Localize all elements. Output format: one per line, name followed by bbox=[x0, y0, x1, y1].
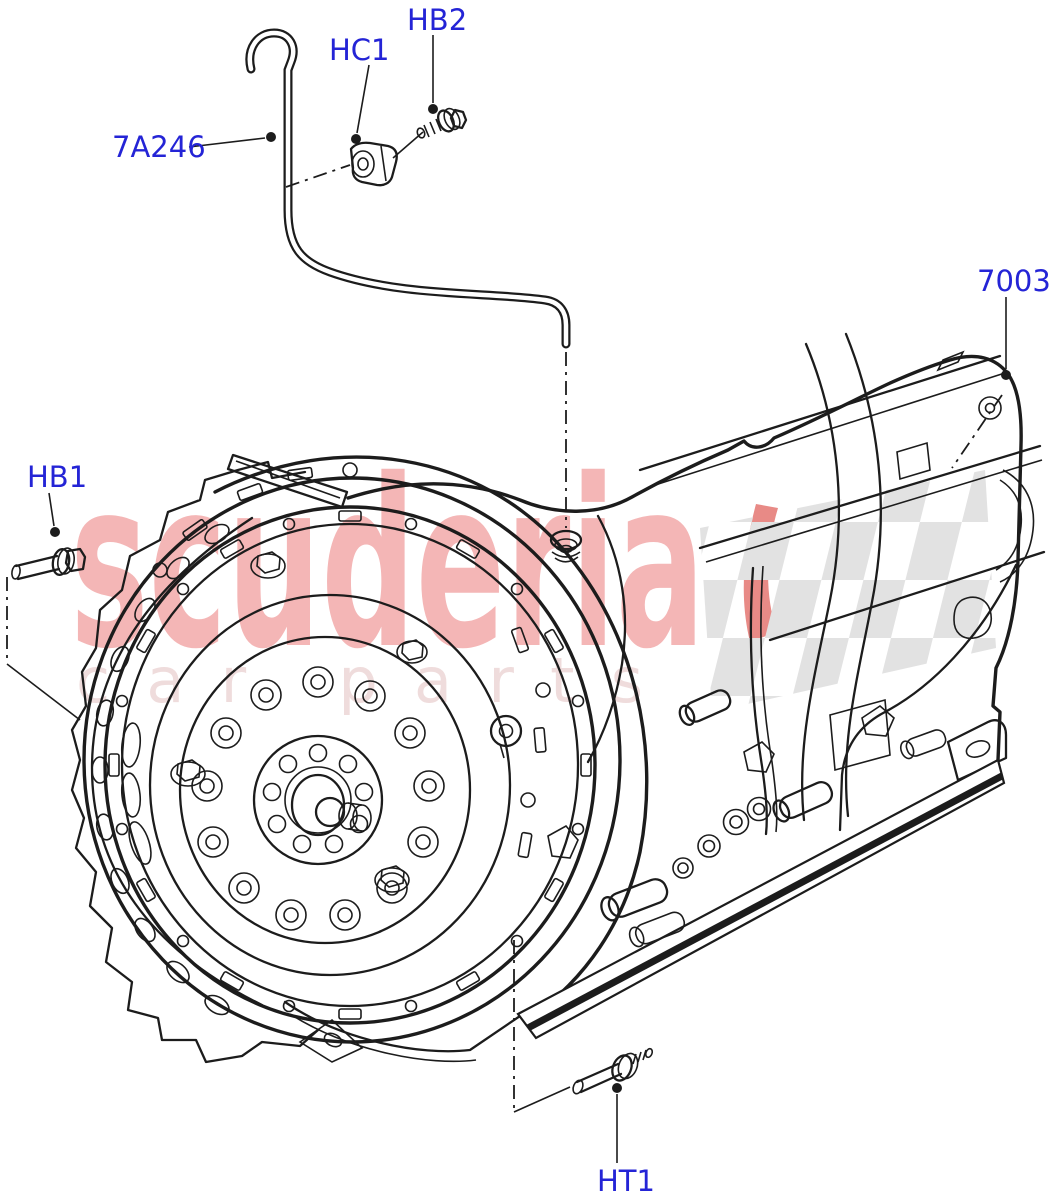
part-label-7003: 7003 bbox=[977, 264, 1051, 298]
ring-bolt bbox=[170, 759, 206, 787]
clip-bolt-part bbox=[416, 107, 468, 139]
filler-tube-part bbox=[245, 28, 571, 528]
pan-rail-hatch bbox=[516, 758, 1006, 1040]
ring-bolt bbox=[250, 551, 286, 579]
transmission-case-art bbox=[346, 332, 1046, 1040]
watermark: scuderia car parts bbox=[70, 430, 996, 717]
housing-bolt-part bbox=[6, 547, 87, 721]
callout-HC1: HC1 bbox=[329, 33, 390, 144]
clip-assembly-axis bbox=[285, 164, 351, 188]
callout-HB1: HB1 bbox=[27, 460, 87, 537]
watermark-checkered-flag bbox=[700, 470, 996, 712]
callout-7003: 7003 bbox=[977, 264, 1051, 380]
callout-HB2: HB2 bbox=[407, 3, 467, 114]
part-label-HC1: HC1 bbox=[329, 33, 390, 67]
tube-clip-part bbox=[285, 131, 424, 188]
fill-grommet-art bbox=[549, 529, 583, 563]
callout-7A246: 7A246 bbox=[112, 130, 276, 164]
part-label-HB2: HB2 bbox=[407, 3, 467, 37]
flexplate-ring-art bbox=[103, 505, 597, 1025]
converter-housing-art bbox=[82, 453, 649, 1063]
callout-HT1: HT1 bbox=[597, 1083, 655, 1198]
part-label-7A246: 7A246 bbox=[112, 130, 206, 164]
callouts: 7A246 HC1 HB2 7003 HB1 HT1 bbox=[27, 3, 1051, 1198]
part-label-HB1: HB1 bbox=[27, 460, 87, 494]
valve-body-art bbox=[489, 565, 947, 948]
mount-stud-part bbox=[513, 940, 654, 1113]
ring-bolt bbox=[396, 639, 428, 664]
part-label-HT1: HT1 bbox=[597, 1164, 655, 1198]
ring-bolt bbox=[374, 865, 410, 893]
torque-converter-art bbox=[148, 593, 512, 977]
